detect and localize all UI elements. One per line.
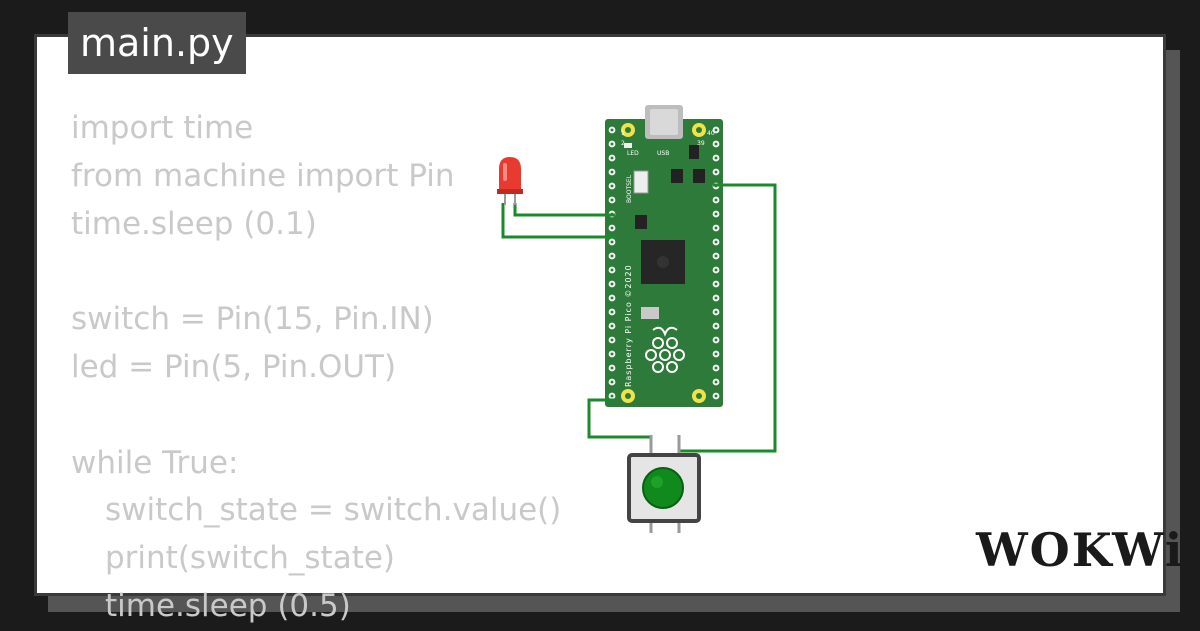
circuit-diagram: LED USB 1 2 39 40 BOOTSEL Raspberry Pi P…	[497, 105, 777, 533]
onboard-led	[624, 143, 632, 148]
wire-button-left[interactable]	[587, 398, 653, 449]
code-preview: import time from machine import Pin time.s…	[71, 105, 561, 631]
wire-led-anode[interactable]	[513, 203, 615, 217]
code-line: import time	[71, 110, 254, 146]
file-tab: main.py	[68, 12, 246, 74]
board-led-label: LED	[627, 150, 639, 157]
code-line: time.sleep (0.5)	[105, 587, 351, 624]
board-usb-label: USB	[657, 150, 669, 157]
wokwi-logo: WOKWi	[975, 523, 1182, 577]
code-line: led = Pin(5, Pin.OUT)	[71, 348, 397, 385]
board-name-label: Raspberry Pi Pico ©2020	[624, 264, 633, 387]
wokwi-logo-text: WOKWi	[975, 523, 1184, 577]
pin-number-2: 2	[621, 140, 625, 147]
bootsel-button[interactable]	[633, 170, 649, 194]
pin-number-40: 40	[707, 130, 715, 137]
raspberry-logo-icon	[645, 326, 685, 373]
code-line: print(switch_state)	[105, 540, 396, 577]
button-cap[interactable]	[642, 467, 684, 509]
raspberry-pi-pico-board[interactable]: LED USB 1 2 39 40 BOOTSEL Raspberry Pi P…	[605, 105, 723, 407]
code-line: from machine import Pin	[71, 157, 455, 194]
code-line: time.sleep (0.1)	[71, 205, 317, 242]
pin-number-39: 39	[697, 140, 705, 147]
code-line: while True:	[71, 444, 239, 481]
pushbutton[interactable]	[627, 435, 701, 533]
left-pin-header	[608, 126, 616, 400]
red-led[interactable]	[497, 157, 523, 205]
wire-led-cathode[interactable]	[501, 203, 615, 239]
pin-number-1: 1	[621, 130, 625, 137]
code-line: switch_state = switch.value()	[105, 492, 562, 529]
right-pin-header	[712, 126, 720, 400]
code-line: switch = Pin(15, Pin.IN)	[71, 301, 434, 338]
bootsel-label: BOOTSEL	[626, 174, 633, 203]
project-card: import time from machine import Pin time.s…	[34, 34, 1166, 624]
